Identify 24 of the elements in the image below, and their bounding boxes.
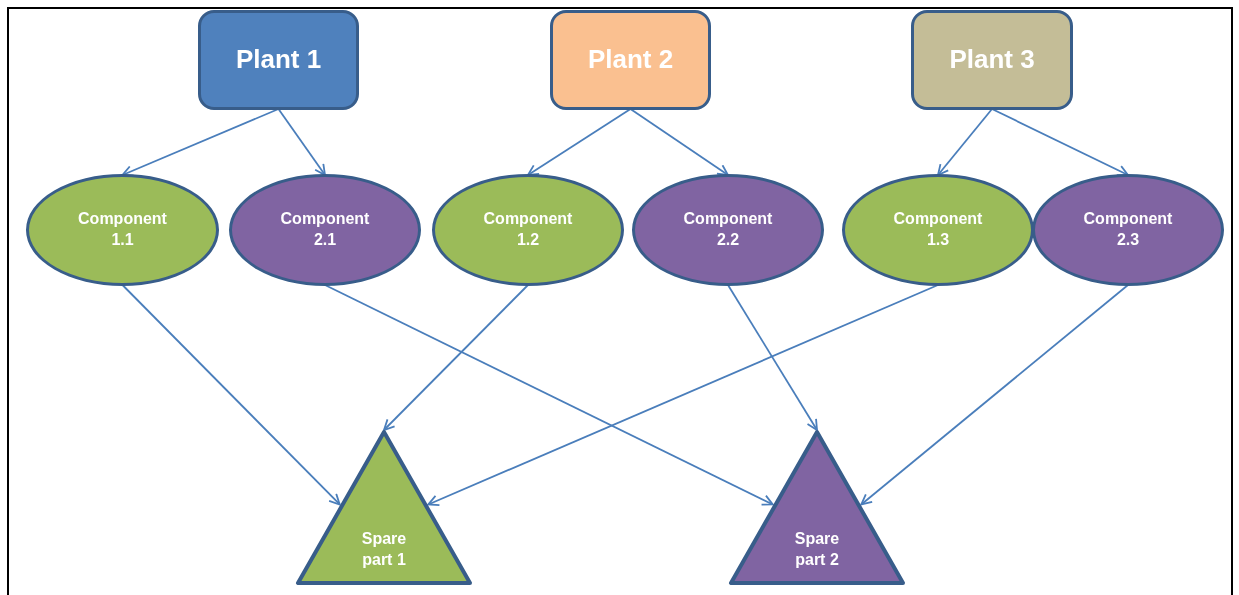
arrow [860,284,1129,506]
node-label: Component 1.1 [77,209,168,250]
node-label: Plant 1 [235,43,322,77]
arrow [937,108,993,176]
node-label: Component 2.1 [279,209,371,250]
node-label: Component 1.3 [892,209,984,250]
arrow [427,284,939,506]
node-label: Plant 3 [949,43,1035,77]
arrow [383,284,529,431]
node-label: Plant 2 [587,43,674,77]
arrow [324,284,774,506]
node-label: Component 1.2 [482,209,574,250]
node-label: Component 2.3 [1082,209,1174,250]
arrow [727,284,818,431]
node-label: Spare part 1 [360,529,408,571]
node-label: Component 2.2 [682,209,774,250]
rounded-box [550,10,711,110]
rounded-box [198,10,359,110]
arrow [121,284,341,506]
arrow [277,108,326,176]
arrow [527,108,632,176]
node-label: Spare part 2 [793,529,841,571]
rounded-box [911,10,1073,110]
arrow [629,108,729,176]
